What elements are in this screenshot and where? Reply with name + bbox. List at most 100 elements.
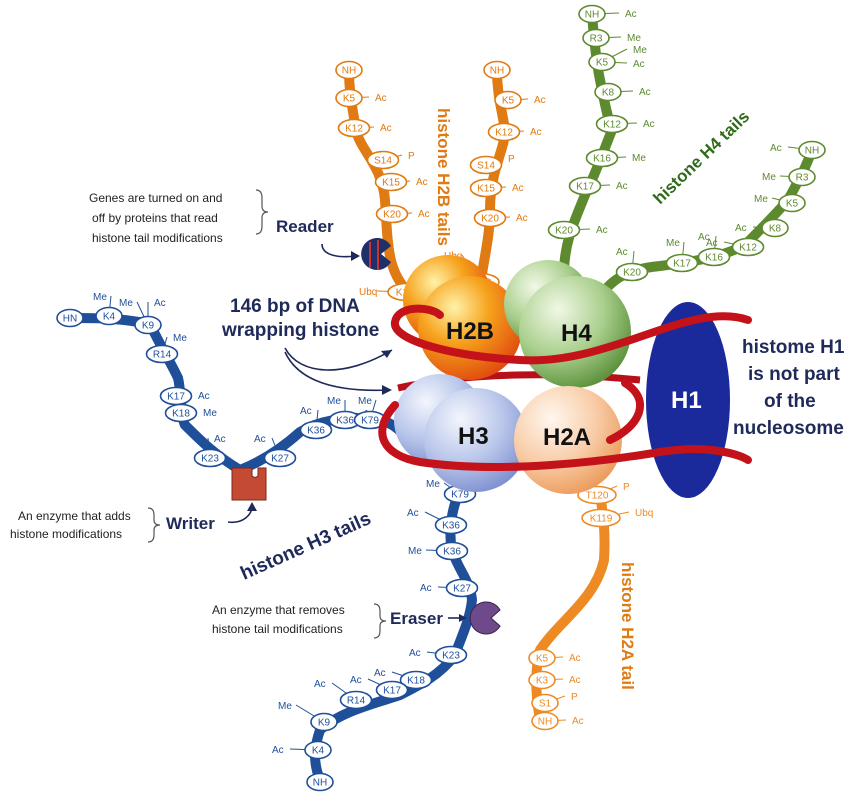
residue-node (263, 448, 297, 468)
modification-label: Me (754, 194, 768, 205)
residue-node (335, 60, 363, 80)
tails-layer: AcAcPAcAcUbqNHK5K12S14K15K20K112AcAcPAcA… (56, 4, 826, 792)
eraser-group: An enzyme that removes histone tail modi… (212, 601, 501, 639)
modification-label: Ac (314, 679, 326, 690)
residue-label: K36 (443, 547, 461, 558)
reader-brace (255, 189, 269, 235)
modification-label: Ac (616, 181, 628, 192)
residue-node (547, 220, 581, 240)
residue-node (568, 176, 602, 196)
residue-node (578, 4, 606, 24)
dna-front (378, 304, 752, 472)
residue-node (487, 122, 521, 142)
residue-node (697, 247, 731, 267)
residue-label: NH (313, 778, 327, 789)
residue-node (577, 485, 617, 505)
modification-label: Me (278, 701, 292, 712)
writer-enzyme (231, 467, 267, 501)
residue-node (731, 237, 765, 257)
dna-label-line2: wrapping histone (221, 320, 379, 341)
reader-label: Reader (276, 217, 334, 236)
residue-label: S14 (477, 161, 495, 172)
h1-note-line2: is not part (748, 364, 841, 385)
dna-label-line1: 146 bp of DNA (230, 296, 360, 317)
residue-label: K16 (705, 253, 723, 264)
residue-node (595, 114, 629, 134)
modification-label: Ac (569, 653, 581, 664)
residue-label: K20 (555, 226, 573, 237)
writer-note-line2: histone modifications (10, 527, 122, 541)
modification-label: P (408, 151, 415, 162)
residue-node (304, 740, 332, 760)
residue-label: R3 (590, 34, 603, 45)
residue-label: K15 (382, 178, 400, 189)
residue-label: K9 (318, 718, 331, 729)
residue-node (788, 167, 816, 187)
residue-node (434, 515, 468, 535)
residue-label: NH (585, 10, 599, 21)
residue-node (469, 178, 503, 198)
residue-label: K12 (603, 120, 621, 131)
residue-node (193, 448, 227, 468)
residue-label: K27 (453, 584, 471, 595)
residue-node (335, 88, 363, 108)
residue-node (399, 670, 433, 690)
dna-upper-wrap (391, 304, 752, 365)
residue-node (374, 172, 408, 192)
h1-note-line4: nucleosome (733, 418, 844, 439)
modification-label: Ac (616, 247, 628, 258)
modification-label: Me (762, 172, 776, 183)
reader-note-line3: histone tail modifications (92, 231, 223, 245)
residue-label: K79 (451, 490, 469, 501)
residue-label: K20 (383, 210, 401, 221)
residue-node (585, 148, 619, 168)
residue-label: K5 (596, 58, 609, 69)
h2b-label: H2B (446, 318, 494, 345)
modification-label: Ac (420, 583, 432, 594)
modification-label: Me (119, 298, 133, 309)
residue-label: K119 (590, 514, 613, 525)
eraser-note-line2: histone tail modifications (212, 622, 343, 636)
residue-label: HN (63, 314, 77, 325)
residue-label: K23 (201, 454, 219, 465)
residue-label: K17 (576, 182, 594, 193)
h2a-label: H2A (543, 424, 591, 451)
modification-label: Me (426, 479, 440, 490)
residue-node (588, 52, 616, 72)
modification-label: Ac (409, 648, 421, 659)
modification-label: Ubq (359, 287, 377, 298)
writer-label: Writer (166, 514, 215, 533)
modification-label: Ac (770, 143, 782, 154)
writer-note-line1: An enzyme that adds (18, 509, 131, 523)
residue-node (798, 140, 826, 160)
h4-label: H4 (561, 320, 592, 347)
modification-label: Ac (572, 716, 584, 727)
residue-label: K36 (336, 416, 354, 427)
residue-label: K4 (312, 746, 325, 757)
eraser-enzyme (469, 601, 501, 635)
residue-node (134, 315, 162, 335)
writer-arrow (227, 505, 253, 524)
h4-tails-title: histone H4 tails (650, 107, 754, 208)
residue-node (435, 541, 469, 561)
modification-label: Me (632, 153, 646, 164)
reader-protein (361, 237, 391, 270)
residue-label: R3 (796, 173, 809, 184)
eraser-brace (373, 603, 387, 639)
tail-h3-upper: MeMeAcMeAcMeAcAcAcMeAcMeHNK4K9R14K17K18K… (56, 292, 415, 476)
residue-node (483, 60, 511, 80)
tail-h2b-right: AcAcPAcAcUbqNHK5K12S14K15K20K112 (444, 60, 546, 295)
residue-label: K36 (442, 521, 460, 532)
modification-label: Me (358, 396, 372, 407)
modification-label: Ac (154, 298, 166, 309)
residue-label: K8 (769, 224, 782, 235)
residue-label: K23 (442, 651, 460, 662)
modification-label: Me (408, 546, 422, 557)
residue-label: NH (538, 717, 552, 728)
residue-label: K17 (673, 259, 691, 270)
modification-label: Ac (512, 183, 524, 194)
residue-label: K4 (103, 312, 116, 323)
residue-node (778, 193, 806, 213)
modification-label: Ac (416, 177, 428, 188)
